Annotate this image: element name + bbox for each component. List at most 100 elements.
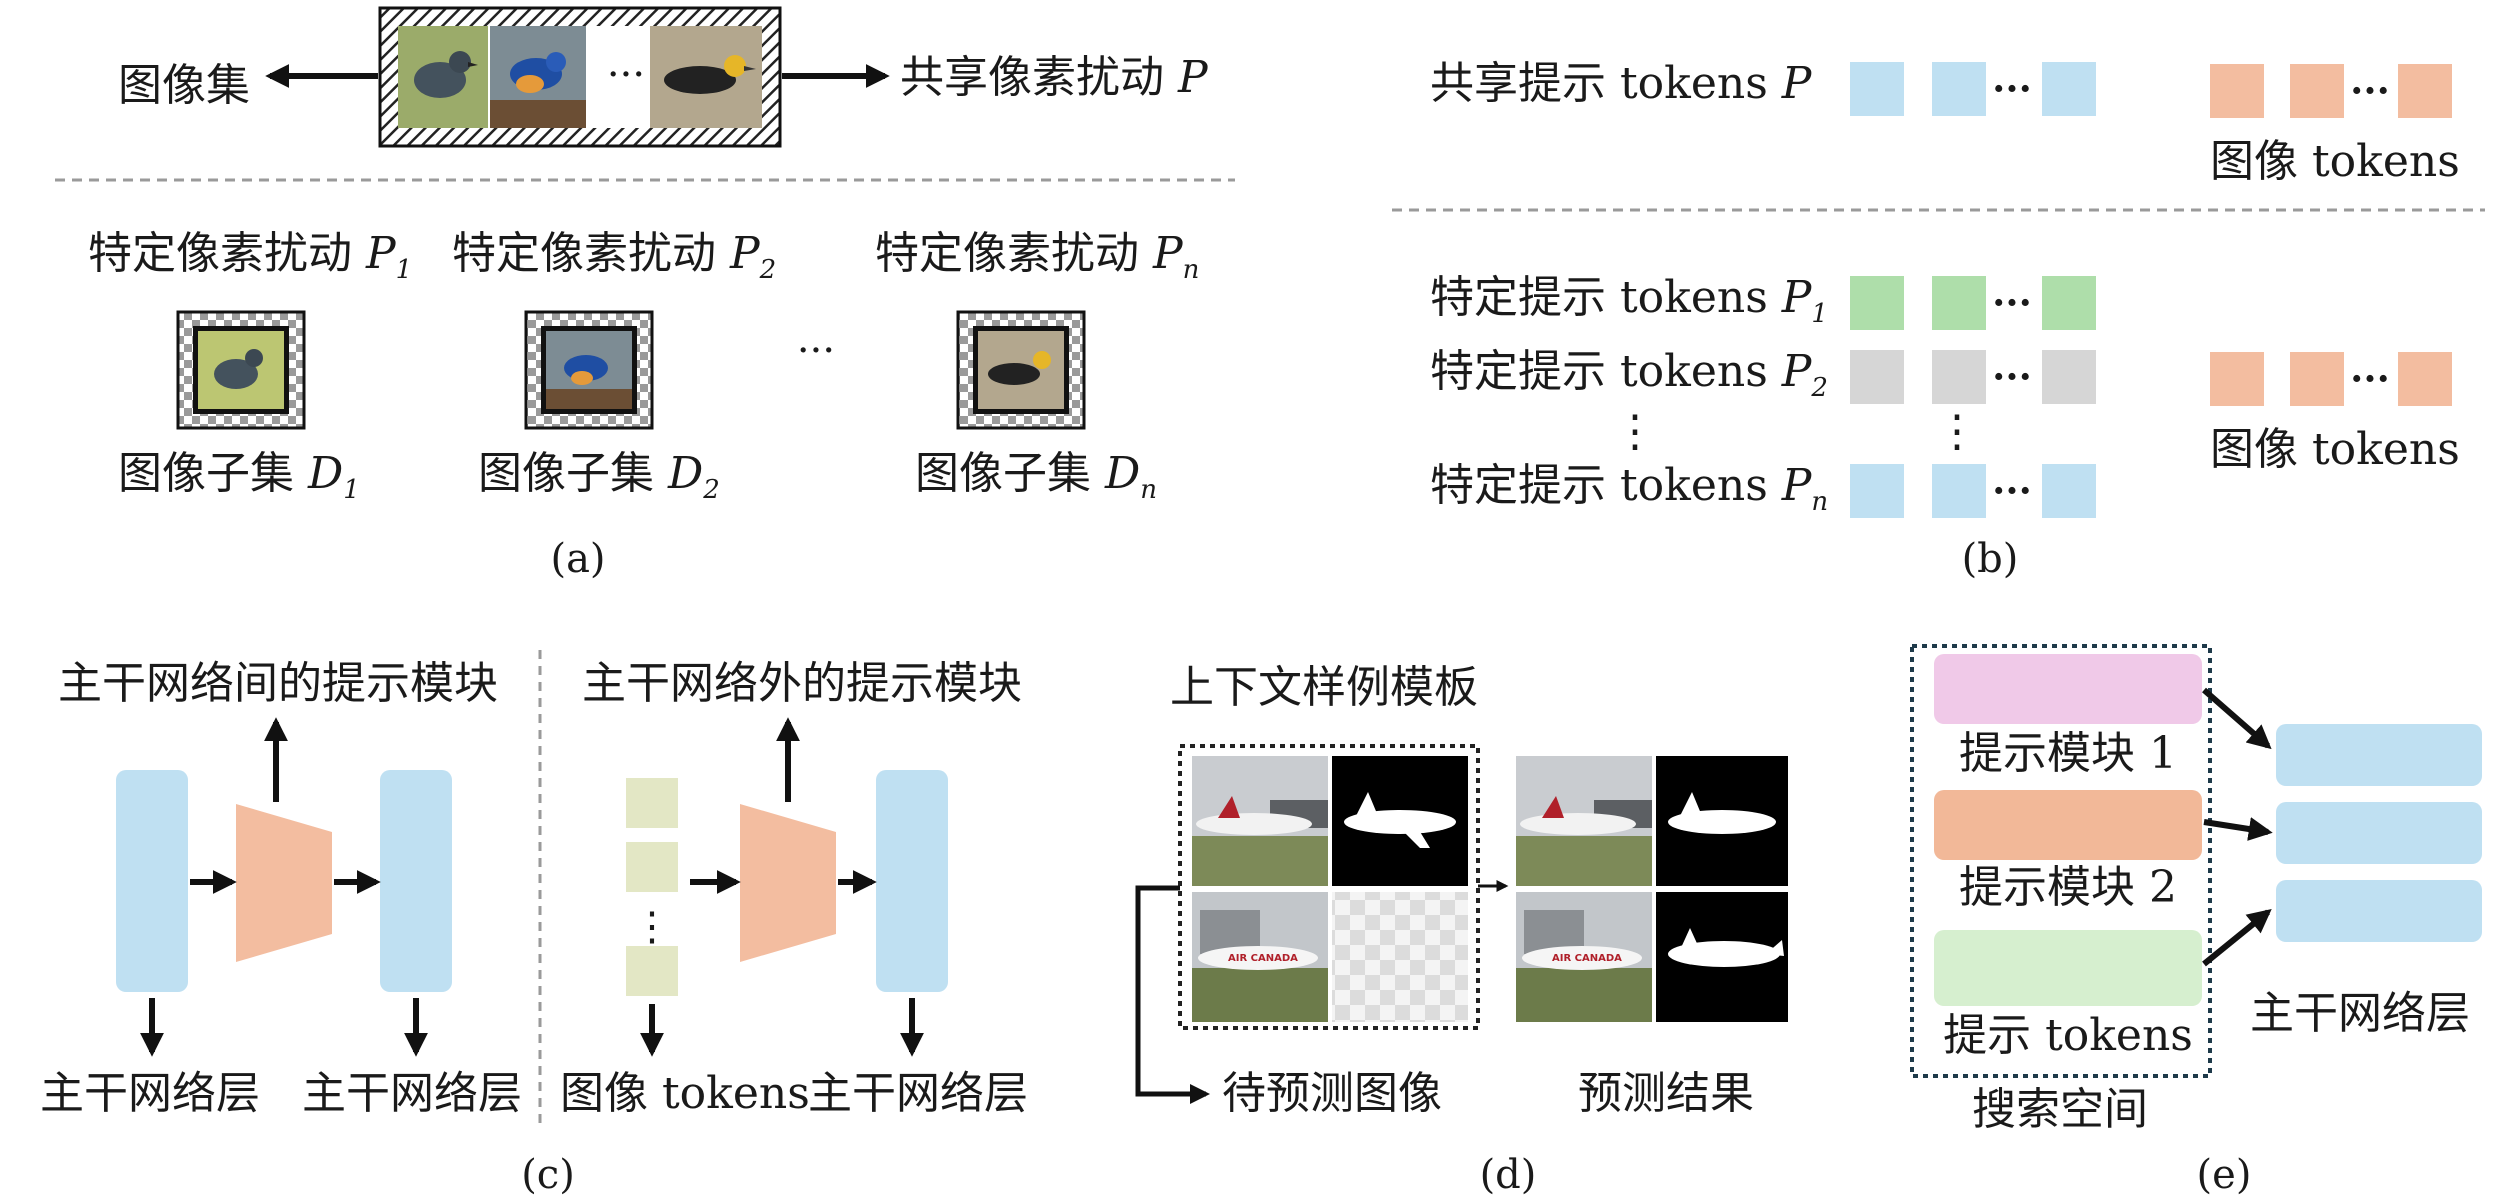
arrow-e-1 [2202,687,2272,750]
specific-token-1n [2042,276,2096,330]
image-token-c-n [626,946,678,996]
image-token-c-1 [626,778,678,828]
prompt-tokens-label: 提示 tokens [1943,1010,2193,1061]
plane-livery-text-result: AIR CANADA [1552,953,1622,964]
specific-token-1a [1850,276,1904,330]
predicted-mask [1656,892,1788,1022]
arrow-d-query [1135,885,1210,1104]
image-token-ellipsis: ··· [2350,68,2390,113]
arrow-e-2 [2203,817,2273,841]
image-token-lower-2 [2290,352,2344,406]
backbone-layer-label-1: 主干网络层 [40,1068,260,1119]
context-image [1192,756,1328,886]
backbone-layer-e-3 [2276,880,2482,942]
prediction-result-label: 预测结果 [1578,1068,1754,1119]
context-mask [1332,756,1468,886]
subset-thumbnail-2 [524,310,654,430]
arrow-e-3 [2202,908,2272,967]
image-tokens-label-c: 图像 tokens [560,1068,810,1119]
specific-token-1b [1932,276,1986,330]
bird-photo-2 [490,26,586,128]
image-token-c-vdots: ⋮ [632,904,672,950]
backbone-block-left-1 [116,770,188,992]
backbone-block-left-2 [380,770,452,992]
prompt-tokens-block [1934,930,2202,1006]
prompt-module-outer [740,804,836,962]
caption-a: (a) [550,536,605,582]
search-space-frame [1910,644,2212,1078]
search-space-label: 搜索空间 [1972,1084,2148,1135]
prompt-module-inter [236,804,332,962]
outer-backbone-title: 主干网络外的提示模块 [582,658,1022,709]
prompt-module-2-label: 提示模块 2 [1959,862,2177,913]
specific-token-2a [1850,350,1904,404]
panel-e: 提示模块 1 提示模块 2 提示 tokens 主干网络层 搜索空间 (e) [1910,644,2482,1198]
shared-token-ellipsis: ··· [1992,66,2032,111]
panel-d: 上下文样例模板 AIR CANADA [1135,662,1788,1198]
specific-token-na [1850,464,1904,518]
backbone-block-right [876,770,948,992]
plane-livery-text: AIR CANADA [1228,953,1298,964]
backbone-layer-e-2 [2276,802,2482,864]
prompt-module-2-block [1934,790,2202,860]
specific-ellipsis-2: ··· [1992,354,2032,399]
prompt-module-1-label: 提示模块 1 [1959,728,2177,779]
specific-ellipsis-1: ··· [1992,280,2032,325]
image-token-n [2398,64,2452,118]
backbone-layer-e-1 [2276,724,2482,786]
caption-d: (d) [1480,1152,1537,1198]
subset-thumbnail-n [956,310,1086,430]
image-token-lower-1 [2210,352,2264,406]
image-token-c-2 [626,842,678,892]
image-set-label: 图像集 [118,60,250,111]
specific-token-2b [1932,350,1986,404]
image-token-2 [2290,64,2344,118]
shared-token-1 [1850,62,1904,116]
image-tokens-label-1: 图像 tokens [2210,136,2460,187]
image-set-ellipsis: ··· [607,52,645,98]
caption-c: (c) [521,1152,575,1198]
result-context-mask [1656,756,1788,886]
vdots-tokens: ⋮ [1935,406,1979,457]
bird-photo-3 [650,26,762,128]
backbone-layer-label-2: 主干网络层 [302,1068,522,1119]
subset-thumbnail-1 [176,310,306,430]
image-token-1 [2210,64,2264,118]
image-tokens-label-2: 图像 tokens [2210,424,2460,475]
context-template-title: 上下文样例模板 [1170,662,1478,713]
query-mask-placeholder [1332,892,1468,1022]
query-image-label: 待预测图像 [1222,1068,1442,1119]
subset-ellipsis: ··· [797,328,835,374]
inter-backbone-title: 主干网络间的提示模块 [58,658,498,709]
image-token-lower-n [2398,352,2452,406]
vdots-label: ⋮ [1613,406,1657,457]
result-query-image: AIR CANADA [1516,892,1652,1022]
query-image: AIR CANADA [1192,892,1328,1022]
specific-token-nb [1932,464,1986,518]
result-context-image [1516,756,1652,886]
prompt-module-1-block [1934,654,2202,724]
specific-token-nn [2042,464,2096,518]
backbone-layer-label-3: 主干网络层 [808,1068,1028,1119]
backbone-layer-e-label: 主干网络层 [2250,988,2470,1039]
image-token-lower-ellipsis: ··· [2350,356,2390,401]
shared-token-2 [1932,62,1986,116]
caption-b: (b) [1962,536,2019,582]
shared-token-n [2042,62,2096,116]
bird-photo-1 [398,26,488,128]
specific-ellipsis-n: ··· [1992,468,2032,513]
